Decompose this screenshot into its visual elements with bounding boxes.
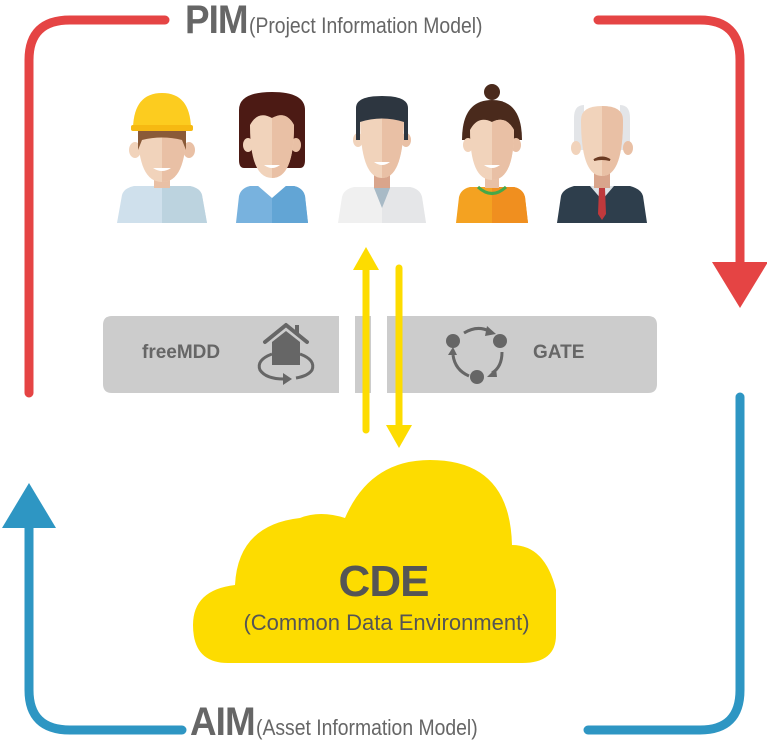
download-arrow-icon	[386, 425, 412, 448]
pim-title: PIM (Project Information Model)	[185, 0, 514, 43]
woman-icon	[236, 92, 308, 223]
aim-full: (Asset Information Model)	[256, 715, 478, 740]
aim-arrow-up-icon	[2, 483, 56, 528]
woman-bun-icon	[456, 84, 528, 223]
systems-band	[103, 316, 657, 393]
band-left	[103, 316, 339, 393]
gate-label: GATE	[533, 342, 585, 363]
aim-abbr: AIM	[190, 700, 256, 744]
freemdd-label: freeMDD	[142, 342, 221, 363]
aim-line-right	[583, 392, 745, 735]
data-exchange-arrows	[353, 247, 412, 448]
aim-title: AIM (Asset Information Model)	[190, 700, 508, 745]
people-row	[117, 84, 647, 223]
upload-arrow-icon	[353, 247, 379, 270]
pim-line-left	[24, 15, 170, 398]
pim-loop	[24, 15, 767, 398]
pim-abbr: PIM	[185, 0, 249, 42]
pim-arrow-down-icon	[712, 262, 767, 308]
pim-line-right	[593, 15, 745, 267]
pim-full: (Project Information Model)	[249, 13, 483, 38]
house-rotate-icon	[257, 323, 315, 385]
cde-title: CDE	[338, 557, 430, 606]
senior-man-icon	[557, 105, 647, 223]
aim-line-left	[24, 523, 187, 735]
aim-loop	[2, 392, 745, 735]
cde-subtitle: (Common Data Environment)	[243, 610, 530, 635]
man-icon	[338, 96, 426, 223]
worker-hardhat-icon	[117, 93, 207, 223]
cde-cloud	[193, 460, 556, 663]
cycle-nodes-icon	[446, 326, 507, 384]
band-right	[387, 316, 657, 393]
